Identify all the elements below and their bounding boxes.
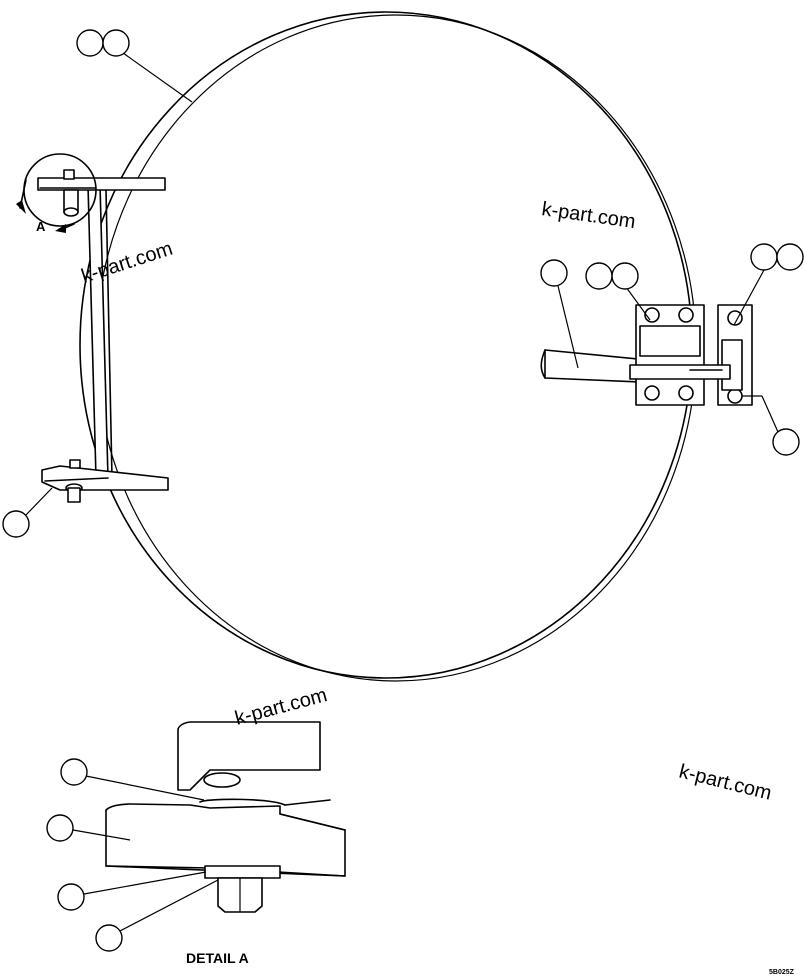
watermark-4: k-part.com — [677, 761, 774, 805]
detail-a-marker: A — [16, 153, 97, 234]
watermark-2: k-part.com — [540, 198, 637, 233]
detail-callouts — [46, 758, 219, 952]
latch-assembly — [540, 304, 753, 406]
drawing-code: 5B025Z — [769, 969, 795, 976]
cover-callout — [76, 29, 193, 103]
detail-a-title: DETAIL A — [186, 950, 249, 966]
left-mounting-frame — [37, 169, 169, 503]
cover-plate — [79, 11, 697, 682]
lower-bracket-callout — [2, 487, 53, 538]
detail-a-view: DETAIL A — [105, 721, 346, 966]
view-a-label: A — [36, 219, 46, 234]
hinge-pad-callout — [585, 262, 651, 321]
hinge-block-callout — [733, 243, 804, 326]
latch-arm-callout — [540, 259, 579, 369]
hinge-bottom-callout — [742, 395, 800, 456]
